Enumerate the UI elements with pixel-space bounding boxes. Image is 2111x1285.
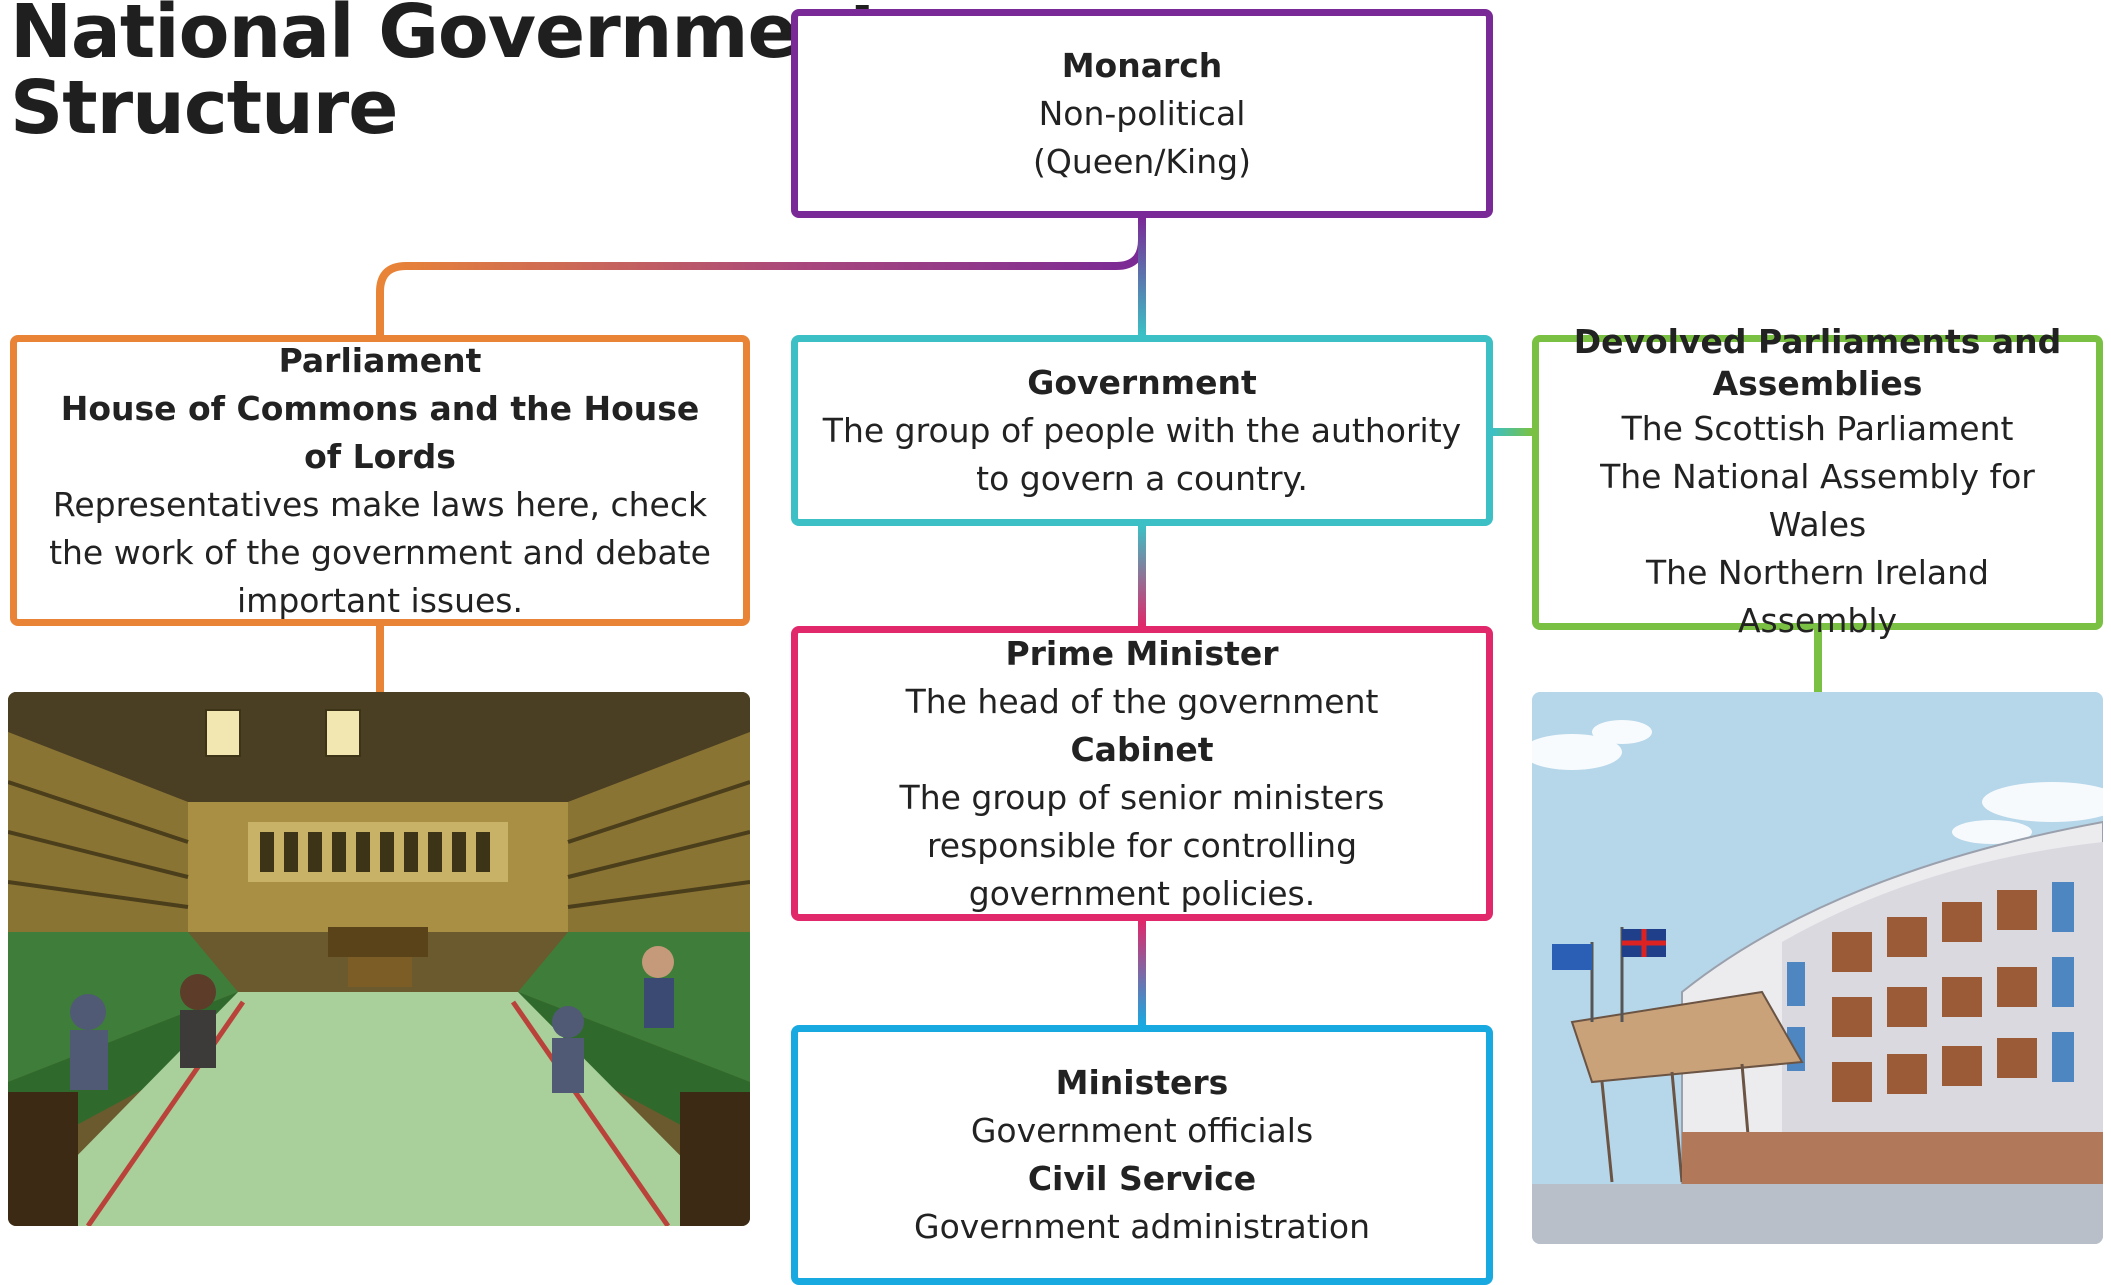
devolved-box: Devolved Parliaments and Assemblies The … (1532, 322, 2103, 640)
parliament-subheading: House of Commons and the House of Lords (60, 388, 700, 476)
monarch-line-1: Non-political (1038, 93, 1246, 133)
title-line-1: National Government (10, 0, 884, 75)
civil-service-heading: Civil Service (1027, 1159, 1257, 1198)
cabinet-description: The group of senior ministers responsibl… (899, 777, 1385, 913)
house-of-commons-image (8, 692, 750, 1226)
monarch-box: Monarch Non-political (Queen/King) (791, 9, 1493, 218)
prime-minister-heading: Prime Minister (1005, 633, 1279, 673)
devolved-heading: Devolved Parliaments and Assemblies (1573, 321, 2062, 403)
prime-minister-box: Prime Minister The head of the governmen… (791, 626, 1493, 921)
parliament-heading: Parliament (278, 340, 482, 380)
parliament-description: Representatives make laws here, check th… (49, 484, 711, 620)
scottish-parliament-image (1532, 692, 2103, 1244)
devolved-line-2: The National Assembly for Wales (1600, 456, 2035, 544)
civil-service-description: Government administration (914, 1207, 1370, 1246)
ministers-description: Government officials (970, 1111, 1314, 1150)
cabinet-heading: Cabinet (1070, 729, 1214, 769)
page-title: National Government Structure (10, 0, 884, 151)
government-box: Government The group of people with the … (791, 335, 1493, 526)
government-heading: Government (1027, 362, 1257, 402)
ministers-box: Ministers Government officials Civil Ser… (791, 1025, 1493, 1285)
prime-minister-description: The head of the government (905, 681, 1379, 721)
title-line-2: Structure (10, 65, 398, 151)
government-description: The group of people with the authority t… (822, 410, 1462, 498)
ministers-heading: Ministers (1055, 1063, 1229, 1102)
parliament-box: Parliament House of Commons and the Hous… (10, 335, 750, 626)
monarch-heading: Monarch (1061, 45, 1223, 85)
devolved-line-1: The Scottish Parliament (1621, 408, 2014, 448)
monarch-line-2: (Queen/King) (1033, 141, 1251, 181)
connector-monarch-parliament (376, 218, 1146, 335)
devolved-line-3: The Northern Ireland Assembly (1646, 552, 1989, 640)
